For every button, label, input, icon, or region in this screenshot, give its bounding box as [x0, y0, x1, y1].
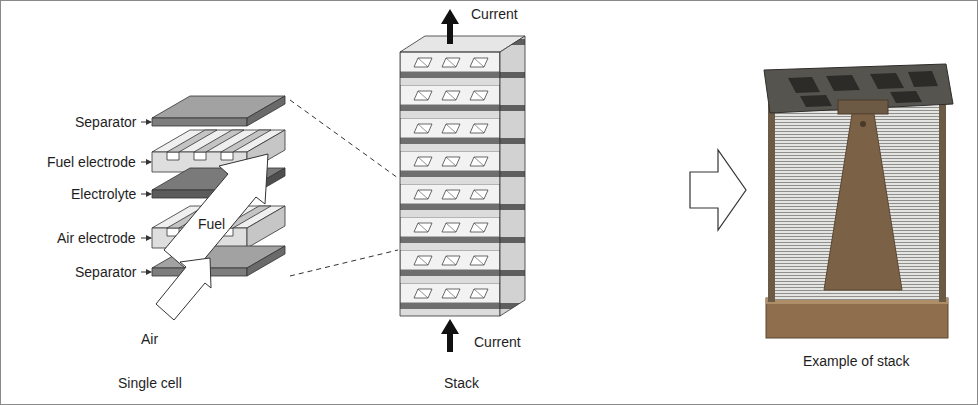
leader-line: [141, 162, 151, 163]
single-cell: [152, 96, 285, 320]
part-label: Electrolyte: [69, 186, 138, 202]
part-label: Fuel electrode: [45, 154, 138, 170]
leader-lines: [141, 122, 151, 272]
flow-label: Air: [139, 331, 160, 347]
leader-line: [141, 194, 151, 195]
part-label: Separator: [73, 114, 138, 130]
flow-label: Fuel: [196, 216, 227, 232]
air-flow-arrow: [156, 258, 211, 320]
stack-photo: [764, 64, 953, 338]
hollow-arrow: [690, 150, 746, 230]
stack-side: [500, 36, 525, 316]
part-label: Air electrode: [55, 230, 138, 246]
leader-line: [141, 238, 151, 239]
leader-line: [141, 272, 151, 273]
separator-plate: [152, 96, 285, 126]
current-arrow: [441, 319, 459, 352]
caption: Single cell: [116, 375, 184, 391]
dashed-line: [290, 250, 398, 276]
stack-front: [400, 52, 500, 316]
current-label: Current: [469, 6, 520, 22]
caption: Stack: [442, 375, 481, 391]
dashed-line: [290, 100, 398, 178]
part-label: Separator: [73, 264, 138, 280]
leader-line: [141, 122, 151, 123]
fuel-flow-arrow: [164, 154, 268, 274]
current-label: Current: [472, 334, 523, 350]
cell-stack: [400, 36, 525, 316]
caption: Example of stack: [801, 353, 912, 369]
projection-lines: [290, 100, 398, 276]
current-arrow: [441, 9, 459, 44]
